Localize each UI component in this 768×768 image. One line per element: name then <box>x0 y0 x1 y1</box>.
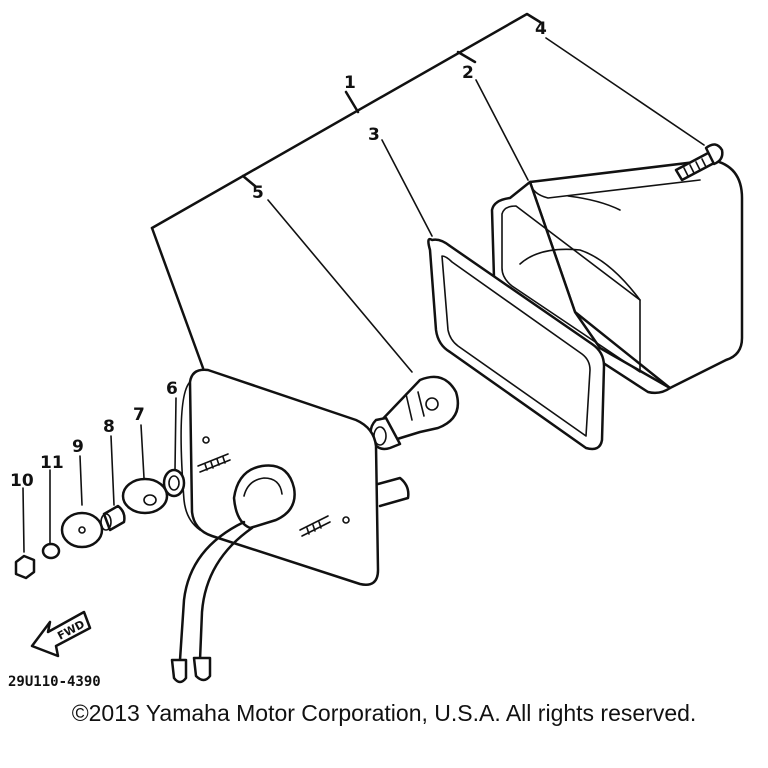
callout-4: 4 <box>535 19 547 39</box>
small-parts <box>14 468 186 580</box>
callout-3: 3 <box>368 125 380 145</box>
assembly-bracket <box>150 12 542 370</box>
callout-7: 7 <box>133 405 145 425</box>
gasket <box>427 237 606 451</box>
callout-8: 8 <box>103 417 115 437</box>
base-plate <box>180 368 410 586</box>
socket-and-wires <box>170 464 296 684</box>
callout-6: 6 <box>166 379 178 399</box>
callout-labels: 1 2 3 4 5 6 7 8 9 10 11 <box>10 19 547 491</box>
callout-2: 2 <box>462 63 474 83</box>
part-code: 29U110-4390 <box>8 674 101 690</box>
callout-1: 1 <box>344 73 356 93</box>
bulb <box>369 375 460 451</box>
leader-lines <box>22 37 705 553</box>
screw <box>674 143 724 182</box>
copyright-notice: ©2013 Yamaha Motor Corporation, U.S.A. A… <box>71 700 697 726</box>
callout-10: 10 <box>10 471 34 491</box>
callout-5: 5 <box>252 183 264 203</box>
fwd-arrow-icon: FWD <box>30 610 92 658</box>
lens-housing <box>490 158 744 395</box>
callout-9: 9 <box>72 437 84 457</box>
callout-11: 11 <box>40 453 64 473</box>
